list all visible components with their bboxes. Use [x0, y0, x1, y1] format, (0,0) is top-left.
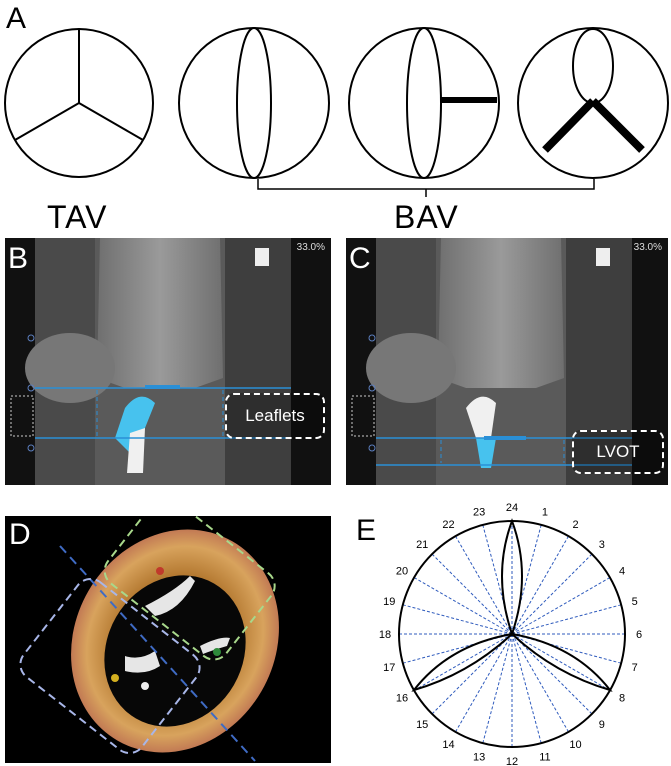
clock-ray	[511, 633, 622, 664]
tav-label: TAV	[47, 199, 108, 235]
clock-number: 8	[619, 693, 625, 705]
leaflets-callout: Leaflets	[225, 393, 325, 439]
clock-ray	[511, 535, 569, 635]
lvot-callout: LVOT	[572, 430, 664, 474]
clock-ray	[402, 633, 513, 664]
clock-number: 15	[416, 719, 428, 731]
clock-ray	[413, 577, 513, 635]
tav-commissure-line	[14, 102, 80, 141]
leaflet-lens	[411, 632, 516, 692]
clock-number: 13	[473, 752, 485, 764]
clock-number: 16	[396, 693, 408, 705]
clock-number: 3	[599, 539, 605, 551]
bav-bracket	[257, 179, 595, 197]
clock-number: 7	[632, 662, 638, 674]
panel-c-letter: C	[349, 242, 371, 275]
clock-number: 22	[442, 519, 454, 531]
ct-scan-panel-c: 33.0% C LVOT	[346, 238, 668, 485]
leaflet-lens	[508, 632, 613, 692]
clock-ray	[482, 524, 513, 635]
zoom-percent-b: 33.0%	[296, 242, 325, 253]
ct-image-c	[351, 238, 632, 485]
ct-image-b	[10, 238, 291, 485]
clock-ray	[511, 524, 542, 635]
clock-ray	[511, 633, 569, 733]
clock-number: 6	[636, 629, 642, 641]
clock-number: 23	[473, 506, 485, 518]
clock-number: 1	[542, 506, 548, 518]
clock-number: 17	[383, 662, 395, 674]
clock-ray	[511, 633, 611, 691]
panel-d-letter: D	[9, 518, 31, 551]
clock-ray	[455, 633, 513, 733]
clock-ray	[511, 633, 593, 715]
clock-number: 4	[619, 566, 625, 578]
clock-number: 14	[442, 739, 454, 751]
clock-ray	[455, 535, 513, 635]
clock-ray	[511, 577, 611, 635]
tav-commissure-line	[78, 102, 144, 141]
3d-valve-image	[19, 516, 279, 762]
bav-raphe-ellipse	[236, 27, 272, 179]
clock-number: 24	[506, 502, 518, 514]
panel-b-letter: B	[8, 242, 29, 275]
clock-ray	[413, 633, 513, 691]
bav-raphe-line	[590, 98, 645, 153]
clock-number: 11	[539, 752, 550, 764]
clock-number: 12	[506, 756, 518, 766]
clock-number: 2	[572, 519, 578, 531]
bav-label: BAV	[394, 199, 459, 235]
clock-ray	[431, 633, 513, 715]
clock-ray	[402, 604, 513, 635]
clock-number: 9	[599, 719, 605, 731]
clock-ray	[482, 633, 513, 744]
clock-number: 19	[383, 596, 395, 608]
leaflet-lens	[501, 518, 523, 638]
3d-render-panel-d: D	[5, 516, 331, 763]
clock-ray	[511, 553, 593, 635]
ct-scan-panel-b: 33.0% B Leaflets	[5, 238, 331, 485]
clock-number: 10	[569, 739, 581, 751]
clock-ray	[511, 604, 622, 635]
clock-number: 18	[379, 629, 391, 641]
clock-number: 21	[416, 539, 428, 551]
panel-a-letter: A	[6, 2, 27, 35]
clock-number: 5	[632, 596, 638, 608]
clock-number: 20	[396, 566, 408, 578]
panel-e-letter: E	[356, 514, 377, 547]
clock-ray	[511, 633, 542, 744]
bav-raphe-line	[542, 98, 596, 153]
zoom-percent-c: 33.0%	[633, 242, 662, 253]
clock-ray	[431, 553, 513, 635]
